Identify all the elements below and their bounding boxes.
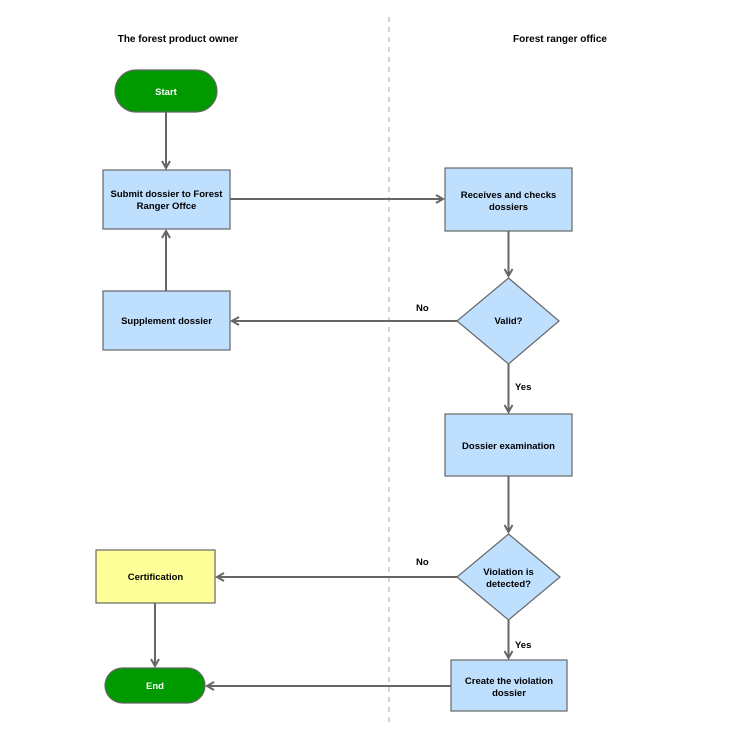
violation-no-label: No [416,557,429,568]
create-violation-dossier-node[interactable]: Create the violation dossier [450,659,568,712]
start-node[interactable]: Start [114,69,218,113]
create-violation-dossier-box [450,659,568,712]
receives-checks-label-line1: Receives and checks [461,190,557,201]
violation-yes-label: Yes [515,640,531,651]
violation-decision-node[interactable]: Violation is detected? [456,533,561,621]
dossier-examination-box [444,413,573,477]
receives-checks-label-line2: dossiers [489,202,528,213]
start-label: Start [155,87,177,98]
end-label: End [146,681,164,692]
create-violation-dossier-label-line2: dossier [492,688,526,699]
submit-dossier-label-line1: Submit dossier to Forest [111,189,224,200]
violation-decision-label-line2: detected? [486,579,531,590]
valid-decision-label: Valid? [495,316,523,327]
receives-checks-box [444,167,573,232]
supplement-dossier-box [102,290,231,351]
submit-dossier-label-line2: Ranger Offce [137,201,197,212]
right-lane-title: Forest ranger office [513,34,607,45]
certification-box [95,549,216,604]
supplement-dossier-label: Supplement dossier [121,316,212,327]
certification-label: Certification [128,572,184,583]
end-node[interactable]: End [104,667,206,704]
dossier-examination-label: Dossier examination [462,441,555,452]
valid-no-label: No [416,303,429,314]
valid-yes-label: Yes [515,382,531,393]
dossier-examination-node[interactable]: Dossier examination [444,413,573,477]
receives-checks-node[interactable]: Receives and checks dossiers [444,167,573,232]
create-violation-dossier-label-line1: Create the violation [465,676,553,687]
violation-decision-label-line1: Violation is [483,567,534,578]
left-lane-title: The forest product owner [118,34,239,45]
submit-dossier-box [102,169,231,230]
submit-dossier-node[interactable]: Submit dossier to Forest Ranger Offce [102,169,231,230]
certification-node[interactable]: Certification [95,549,216,604]
valid-decision-node[interactable]: Valid? [456,277,560,365]
supplement-dossier-node[interactable]: Supplement dossier [102,290,231,351]
